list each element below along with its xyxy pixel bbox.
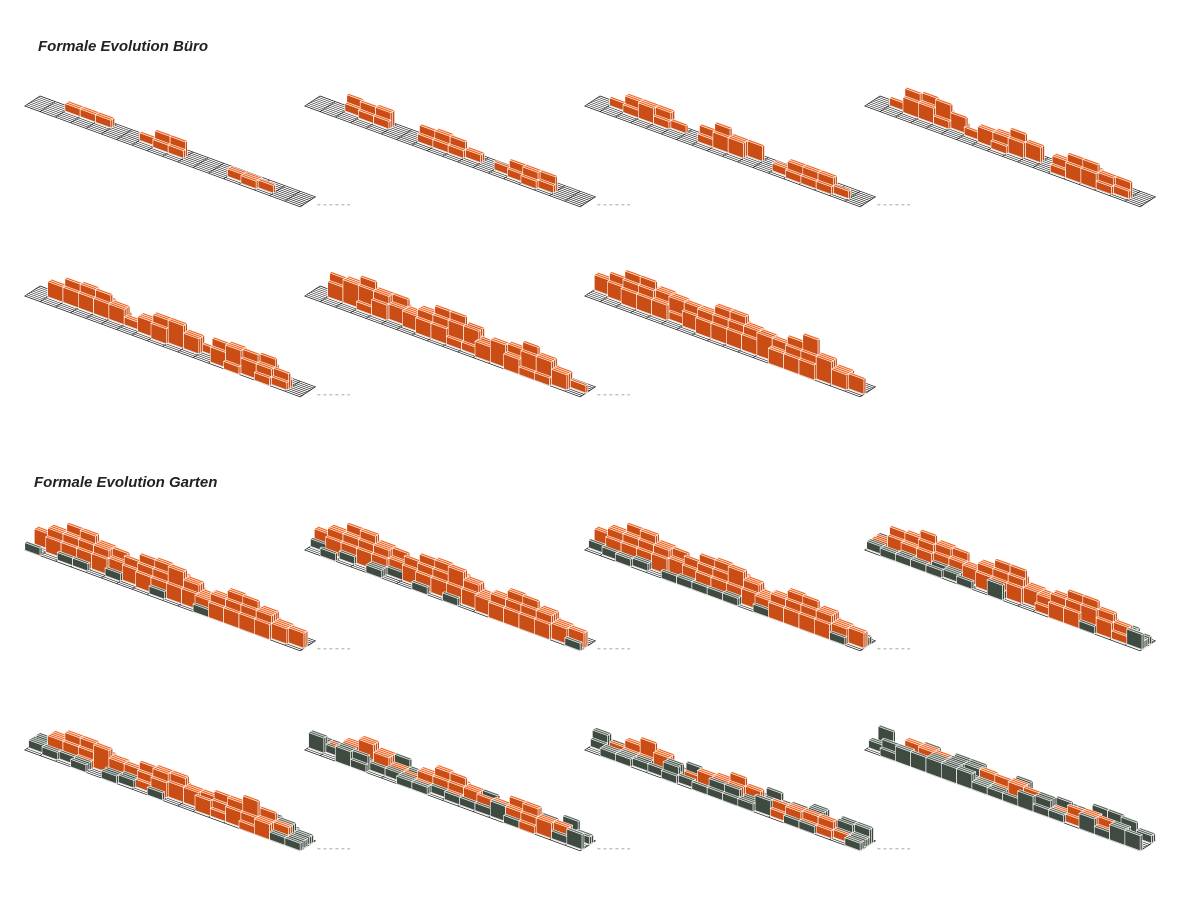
evolution-panel-2-7 bbox=[584, 727, 877, 852]
evolution-panel-1-1 bbox=[24, 95, 317, 208]
evolution-panel-2-3 bbox=[584, 522, 877, 652]
evolution-panel-2-1 bbox=[24, 522, 317, 652]
section-title-garten: Formale Evolution Garten bbox=[34, 474, 218, 491]
evolution-panel-1-6 bbox=[304, 271, 597, 398]
evolution-panel-1-3 bbox=[584, 93, 877, 208]
evolution-panel-2-6 bbox=[304, 729, 597, 852]
evolution-panel-2-8 bbox=[864, 724, 1157, 852]
evolution-panel-2-4 bbox=[864, 525, 1157, 652]
section-title-buero: Formale Evolution Büro bbox=[38, 38, 209, 55]
evolution-panel-1-7 bbox=[584, 269, 877, 398]
evolution-panel-1-2 bbox=[304, 93, 597, 208]
evolution-panel-1-5 bbox=[24, 276, 317, 398]
evolution-panel-2-2 bbox=[304, 522, 597, 652]
evolution-panel-1-4 bbox=[864, 86, 1157, 208]
evolution-panel-2-5 bbox=[24, 729, 317, 852]
